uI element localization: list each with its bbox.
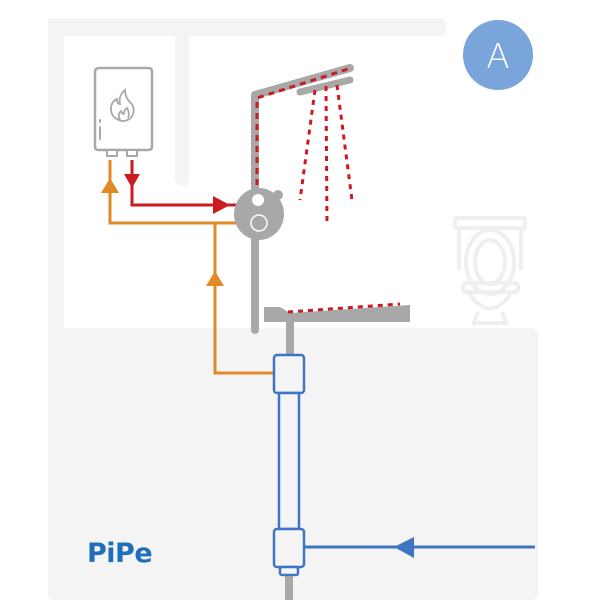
boiler-icon	[93, 66, 154, 157]
pipe-logo: PiPe	[87, 538, 152, 569]
toilet-icon	[453, 216, 527, 325]
shower-tray-icon	[264, 302, 410, 356]
warm-flow-arrow-up	[101, 178, 119, 193]
mixer-valve-icon	[234, 188, 284, 240]
badge-circle	[463, 20, 533, 90]
hot-flow-arrow-down	[124, 174, 140, 188]
partition-wall	[175, 30, 189, 186]
left-wall	[48, 18, 64, 338]
section-badge: A	[463, 20, 533, 90]
flame-icon	[110, 88, 135, 122]
outlet-stub	[285, 576, 293, 600]
pipe-filter-icon	[272, 353, 306, 577]
ceiling-wall	[48, 18, 446, 36]
water-spray	[298, 84, 354, 226]
cold-flow-arrow-left	[394, 537, 414, 558]
warm-flow-arrow-up	[206, 271, 224, 286]
badge-label: A	[486, 37, 509, 77]
hot-flow-arrow-right	[213, 196, 230, 214]
shower-icon	[251, 64, 354, 334]
